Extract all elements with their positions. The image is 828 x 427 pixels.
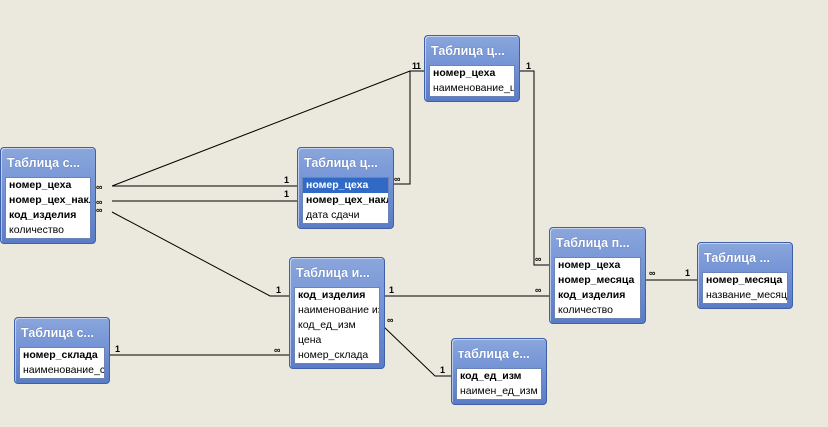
field-list[interactable]: номер_цеха наименование_цеха (429, 65, 515, 97)
field-item[interactable]: код_изделия (298, 289, 366, 301)
many-marker: ∞ (387, 315, 394, 325)
table-title[interactable]: Таблица ц... (304, 156, 378, 170)
many-marker: ∞ (394, 174, 401, 184)
one-marker: 1 (412, 61, 417, 71)
many-marker: ∞ (96, 182, 103, 192)
one-marker: 1 (115, 344, 120, 354)
relation-line[interactable] (393, 70, 424, 185)
one-marker: 1 (284, 189, 289, 199)
field-item[interactable]: наименование_склада (23, 364, 104, 376)
many-marker: ∞ (649, 268, 656, 278)
field-item[interactable]: номер_цеха (433, 67, 496, 79)
field-item[interactable]: номер_склада (23, 349, 98, 361)
field-list[interactable]: номер_месяца название_месяца (702, 272, 788, 304)
field-item[interactable]: номер_склада (298, 349, 369, 361)
field-item[interactable]: наимен_ед_изм (460, 385, 538, 397)
field-item[interactable]: дата сдачи (306, 209, 360, 221)
field-item-selected[interactable]: номер_цеха (303, 178, 388, 193)
one-marker: 1 (284, 175, 289, 185)
table-window-t2[interactable]: Таблица ц... номер_цеха наименование_цех… (424, 35, 520, 102)
field-list[interactable]: номер_цеха номер_месяца код_изделия коли… (554, 257, 641, 319)
table-window-t7[interactable]: Таблица ... номер_месяца название_месяца (697, 242, 793, 309)
relation-line[interactable] (111, 211, 291, 297)
one-marker: 1 (389, 285, 394, 295)
field-item[interactable]: количество (9, 224, 64, 236)
one-marker: 1 (526, 61, 531, 71)
table-window-t8[interactable]: таблица е... код_ед_изм наимен_ед_изм (451, 338, 547, 405)
table-window-t5[interactable]: Таблица с... номер_склада наименование_с… (14, 317, 110, 384)
table-window-t1[interactable]: Таблица с... номер_цеха номер_цех_накл к… (0, 147, 96, 244)
field-item[interactable]: номер_месяца (706, 274, 783, 286)
field-item[interactable]: код_изделия (558, 289, 626, 301)
table-title[interactable]: Таблица п... (556, 236, 630, 250)
field-item[interactable]: наименование_цеха (433, 82, 514, 94)
field-item[interactable]: номер_цеха (9, 179, 72, 191)
field-item[interactable]: номер_цех_накл (9, 194, 90, 206)
table-window-t6[interactable]: Таблица п... номер_цеха номер_месяца код… (549, 227, 646, 324)
one-marker: 1 (416, 61, 421, 71)
table-title[interactable]: Таблица с... (21, 326, 94, 340)
field-list[interactable]: номер_склада наименование_склада (19, 347, 105, 379)
field-item[interactable]: номер_цеха (558, 259, 621, 271)
field-item[interactable]: название_месяца (706, 289, 787, 301)
table-title[interactable]: Таблица ц... (431, 44, 505, 58)
table-title[interactable]: Таблица и... (296, 266, 370, 280)
field-list[interactable]: номер_цеха номер_цех_накл дата сдачи (302, 177, 389, 224)
field-item[interactable]: номер_месяца (558, 274, 635, 286)
one-marker: 1 (685, 268, 690, 278)
one-marker: 1 (276, 285, 281, 295)
field-list[interactable]: код_изделия наименование изделия код_ед_… (294, 287, 380, 364)
field-item[interactable]: код_изделия (9, 209, 77, 221)
field-item[interactable]: код_ед_изм (298, 319, 356, 331)
many-marker: ∞ (96, 197, 103, 207)
table-title[interactable]: Таблица ... (704, 251, 770, 265)
field-item[interactable]: наименование изделия (298, 304, 379, 316)
table-window-t4[interactable]: Таблица и... код_изделия наименование из… (289, 257, 385, 369)
field-item[interactable]: цена (298, 334, 322, 346)
many-marker: ∞ (535, 285, 542, 295)
field-item[interactable]: номер_цех_накл (306, 194, 388, 206)
many-marker: ∞ (535, 254, 542, 264)
field-list[interactable]: номер_цеха номер_цех_накл код_изделия ко… (5, 177, 91, 239)
field-item[interactable]: код_ед_изм (460, 370, 522, 382)
table-window-t3[interactable]: Таблица ц... номер_цеха номер_цех_накл д… (297, 147, 394, 229)
table-title[interactable]: Таблица с... (7, 156, 80, 170)
relation-line[interactable] (519, 70, 551, 266)
many-marker: ∞ (96, 205, 103, 215)
many-marker: ∞ (274, 345, 281, 355)
one-marker: 1 (440, 365, 445, 375)
field-list[interactable]: код_ед_изм наимен_ед_изм (456, 368, 542, 400)
table-title[interactable]: таблица е... (458, 347, 530, 361)
relation-line[interactable] (382, 325, 452, 377)
field-item[interactable]: количество (558, 304, 613, 316)
